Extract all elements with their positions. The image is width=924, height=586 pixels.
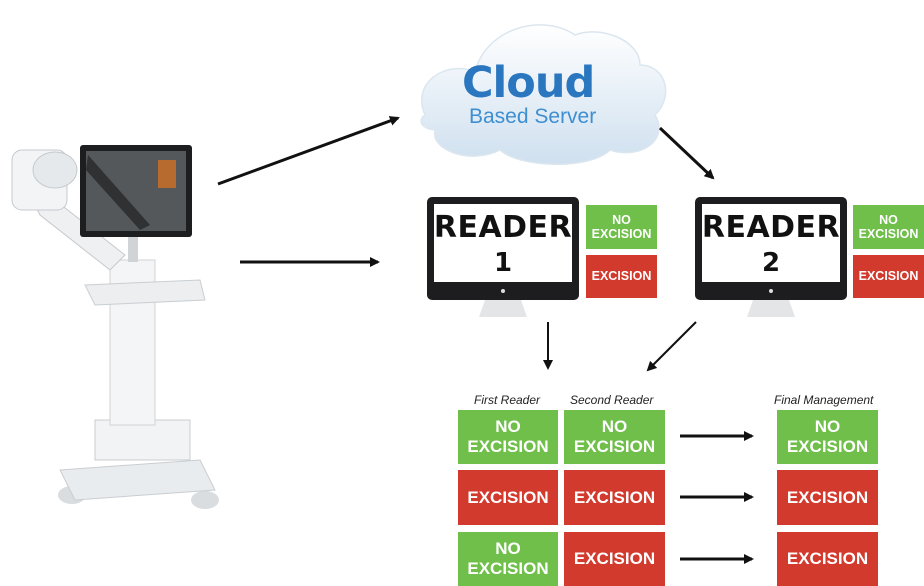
row-1-second-reader: NO EXCISION — [564, 410, 665, 464]
final-management-header: Final Management — [774, 393, 874, 407]
imaging-device-icon — [11, 145, 219, 509]
reader-1-number: 1 — [493, 248, 513, 278]
row-3-first-reader: NO EXCISION — [458, 532, 558, 586]
row-1-first-reader: NO EXCISION — [458, 410, 558, 464]
cloud-icon — [420, 24, 667, 165]
row-2-first-reader: EXCISION — [458, 470, 558, 525]
row-1-final-management: NO EXCISION — [777, 410, 878, 464]
first-reader-header: First Reader — [474, 393, 541, 407]
cloud-subtitle: Based Server — [469, 105, 597, 128]
row-2-final-management: EXCISION — [777, 470, 878, 525]
reader-2-title: READER — [701, 210, 841, 245]
reader-1-no-excision-option[interactable]: NO EXCISION — [586, 205, 657, 249]
row-3-final-management: EXCISION — [777, 532, 878, 586]
monitor-icon — [427, 197, 579, 317]
reader-2-no-excision-option[interactable]: NO EXCISION — [853, 205, 924, 249]
arrow-icon — [646, 321, 697, 372]
row-3-second-reader: EXCISION — [564, 532, 665, 586]
second-reader-header: Second Reader — [570, 393, 654, 407]
row-2-second-reader: EXCISION — [564, 470, 665, 525]
reader-1-title: READER — [433, 210, 573, 245]
reader-2-excision-option[interactable]: EXCISION — [853, 255, 924, 298]
arrow-icon — [658, 126, 715, 180]
reader-1-excision-option[interactable]: EXCISION — [586, 255, 657, 298]
reader-2-number: 2 — [761, 248, 781, 278]
arrow-icon — [217, 116, 400, 186]
cloud-title: Cloud — [462, 58, 595, 108]
monitor-icon — [695, 197, 847, 317]
